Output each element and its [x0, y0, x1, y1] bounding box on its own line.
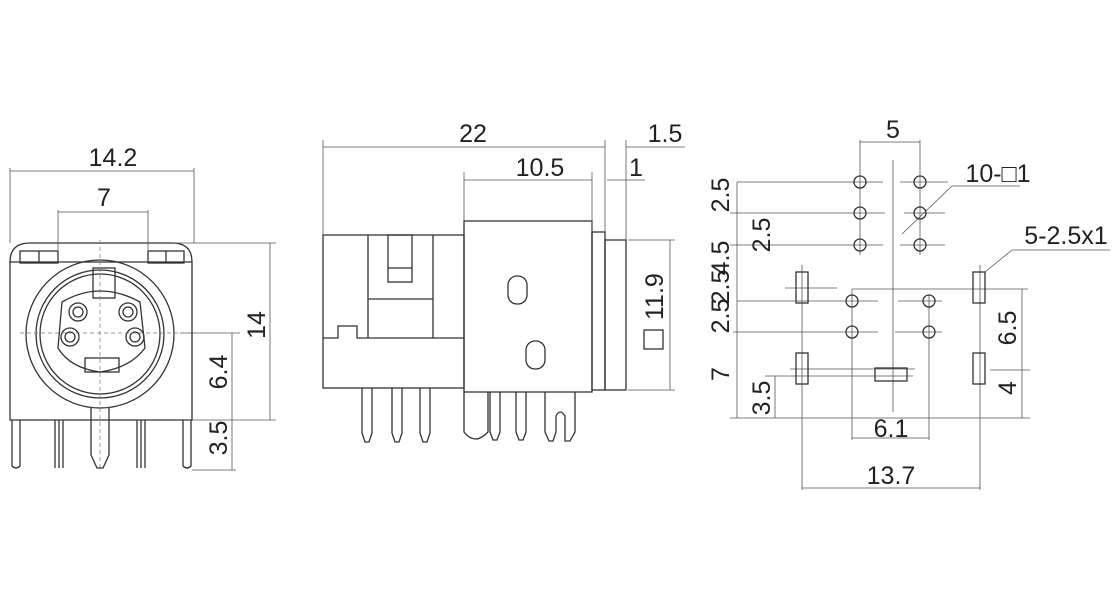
- dim-front-height: 14: [243, 311, 271, 339]
- slot-spec-label: 5-2.5x1: [1024, 222, 1107, 250]
- footprint-view: 5 10-□1 5-2.5x1 2.5 2.5 4.5 2.5 2.5 7 3.…: [707, 116, 1110, 490]
- dim-left-4: 2.5: [707, 299, 735, 334]
- dim-left-5: 7: [707, 367, 735, 381]
- dim-front-pin-span: 7: [97, 184, 111, 212]
- square-symbol-icon: [643, 329, 664, 350]
- dim-right-0: 6.5: [994, 311, 1022, 346]
- dim-overall-span: 13.7: [867, 462, 916, 490]
- dim-left-3: 2.5: [707, 270, 735, 305]
- dim-side-flange: 1.5: [648, 120, 683, 148]
- dim-front-center-height: 6.4: [205, 355, 233, 390]
- dim-side-ring: 1: [629, 154, 643, 182]
- dim-lower-span: 6.1: [874, 415, 909, 443]
- dim-left-0: 2.5: [707, 178, 735, 213]
- dim-front-width: 14.2: [89, 144, 138, 172]
- dim-side-length: 22: [459, 120, 487, 148]
- dim-front-pin-length: 3.5: [205, 421, 233, 456]
- side-view: 22 10.5 1.5 1 11.9: [322, 120, 685, 443]
- dim-left-2: 4.5: [707, 241, 735, 276]
- front-view: 14.2 7 14 6.4 3.5: [9, 144, 276, 471]
- dim-right-1: 4: [994, 381, 1022, 395]
- dim-left-6: 3.5: [748, 381, 776, 416]
- hole-spec-label: 10-□1: [965, 160, 1030, 188]
- dim-left-1: 2.5: [748, 218, 776, 253]
- dim-row-pitch: 5: [886, 116, 900, 144]
- dim-side-square-size: 11.9: [641, 273, 669, 320]
- dim-side-plate-length: 10.5: [516, 154, 565, 182]
- slot-pattern: [795, 271, 986, 385]
- hole-pattern: [845, 175, 936, 339]
